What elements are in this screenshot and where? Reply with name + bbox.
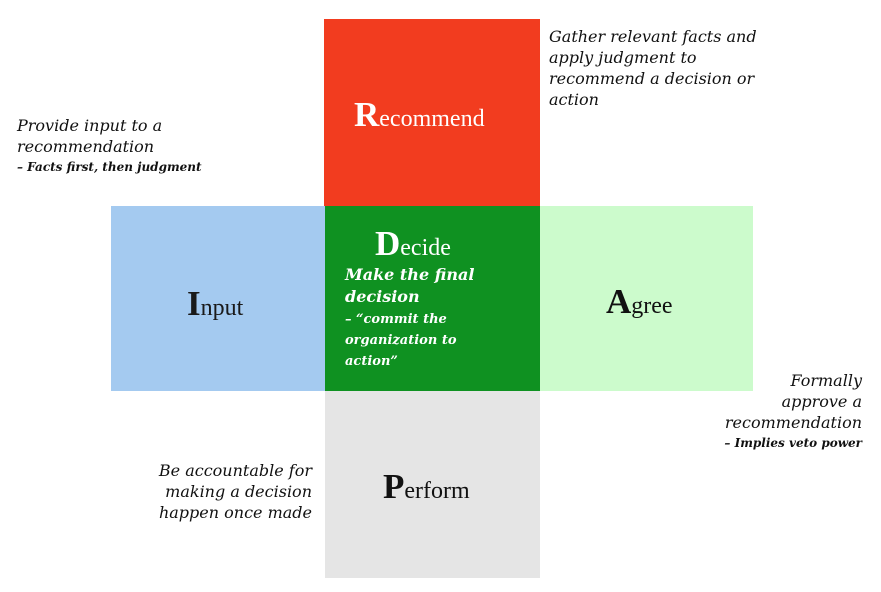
recommend-note-line: recommend a decision or bbox=[549, 69, 755, 88]
input-note-line: Provide input to a bbox=[17, 116, 163, 135]
decide-title: Decide bbox=[375, 224, 451, 263]
recommend-box: Recommend bbox=[324, 19, 540, 206]
agree-note-sub: – Implies veto power bbox=[724, 436, 862, 450]
input-note: Provide input to a recommendation – Fact… bbox=[17, 115, 317, 177]
agree-note: Formally approve a recommendation – Impl… bbox=[600, 370, 862, 453]
agree-note-line: Formally bbox=[790, 371, 863, 390]
recommend-note: Gather relevant facts and apply judgment… bbox=[549, 26, 819, 110]
decide-desc-line: decision bbox=[345, 287, 420, 306]
perform-box: Perform bbox=[325, 391, 540, 578]
input-note-line: recommendation bbox=[17, 137, 155, 156]
perform-note-line: Be accountable for bbox=[158, 461, 312, 480]
recommend-title: Recommend bbox=[354, 95, 485, 134]
recommend-note-line: Gather relevant facts and bbox=[549, 27, 757, 46]
agree-note-line: recommendation bbox=[724, 413, 862, 432]
input-title: Input bbox=[187, 284, 244, 323]
decide-box: Decide Make the final decision – “commit… bbox=[325, 206, 540, 391]
perform-note-line: making a decision bbox=[165, 482, 312, 501]
recommend-note-line: apply judgment to bbox=[549, 48, 697, 67]
input-box: Input bbox=[111, 206, 325, 391]
perform-title: Perform bbox=[383, 467, 470, 506]
recommend-note-line: action bbox=[549, 90, 599, 109]
decide-desc-line: Make the final bbox=[345, 265, 475, 284]
agree-title: Agree bbox=[606, 282, 673, 321]
input-note-sub: – Facts first, then judgment bbox=[17, 160, 202, 174]
agree-box: Agree bbox=[540, 206, 753, 391]
decide-desc-sub-line: – “commit the bbox=[345, 312, 447, 327]
decide-desc-sub-line: organization to bbox=[345, 333, 457, 348]
perform-note: Be accountable for making a decision hap… bbox=[100, 460, 312, 523]
decide-description: Make the final decision – “commit the or… bbox=[345, 264, 535, 371]
perform-note-line: happen once made bbox=[158, 503, 312, 522]
decide-desc-sub-line: action” bbox=[345, 354, 398, 369]
agree-note-line: approve a bbox=[781, 392, 862, 411]
